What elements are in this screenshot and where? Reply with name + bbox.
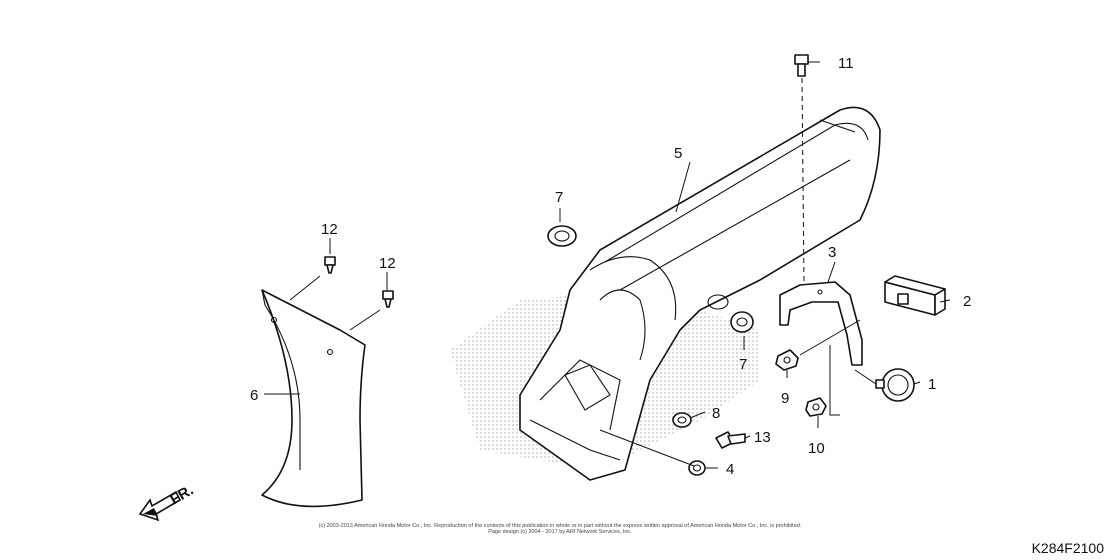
reflector-block-part [884, 275, 946, 316]
reflector-part [875, 368, 915, 402]
copyright-line-2: Page design (c) 2004 - 2017 by ARI Netwo… [488, 529, 632, 535]
grommet-7-a [547, 225, 577, 247]
side-cover-part [261, 289, 366, 508]
callout-3: 3 [828, 244, 836, 261]
bolt-11 [794, 54, 809, 77]
callout-11: 11 [838, 55, 854, 72]
screw-12-b [382, 290, 394, 308]
nut-4 [688, 460, 706, 476]
copyright-notice: (c) 2003-2013 American Honda Motor Co., … [200, 523, 920, 535]
screw-12-a [324, 256, 336, 274]
callout-5: 5 [674, 145, 682, 162]
callout-8: 8 [712, 405, 720, 422]
callout-4: 4 [726, 461, 734, 478]
copyright-line-1: (c) 2003-2013 American Honda Motor Co., … [318, 523, 802, 529]
front-direction-arrow-icon [138, 490, 182, 522]
callout-12-left: 12 [321, 221, 338, 238]
callout-7-bottom: 7 [739, 356, 747, 373]
nut-9 [775, 349, 799, 371]
callout-2: 2 [963, 293, 971, 310]
callout-1: 1 [928, 376, 936, 393]
callout-6: 6 [250, 387, 258, 404]
leader-lines [264, 61, 951, 469]
bracket-part [779, 281, 863, 366]
nut-8 [672, 412, 692, 428]
rear-fender-part [519, 106, 881, 481]
grommet-7-b [730, 311, 754, 333]
bolt-13 [715, 431, 746, 449]
callout-12-right: 12 [379, 255, 396, 272]
nut-10 [805, 397, 827, 417]
callout-13: 13 [754, 429, 771, 446]
diagram-code: K284F2100 [1031, 540, 1104, 556]
callout-10: 10 [808, 440, 825, 457]
callout-7-top: 7 [555, 189, 563, 206]
callout-9: 9 [781, 390, 789, 407]
